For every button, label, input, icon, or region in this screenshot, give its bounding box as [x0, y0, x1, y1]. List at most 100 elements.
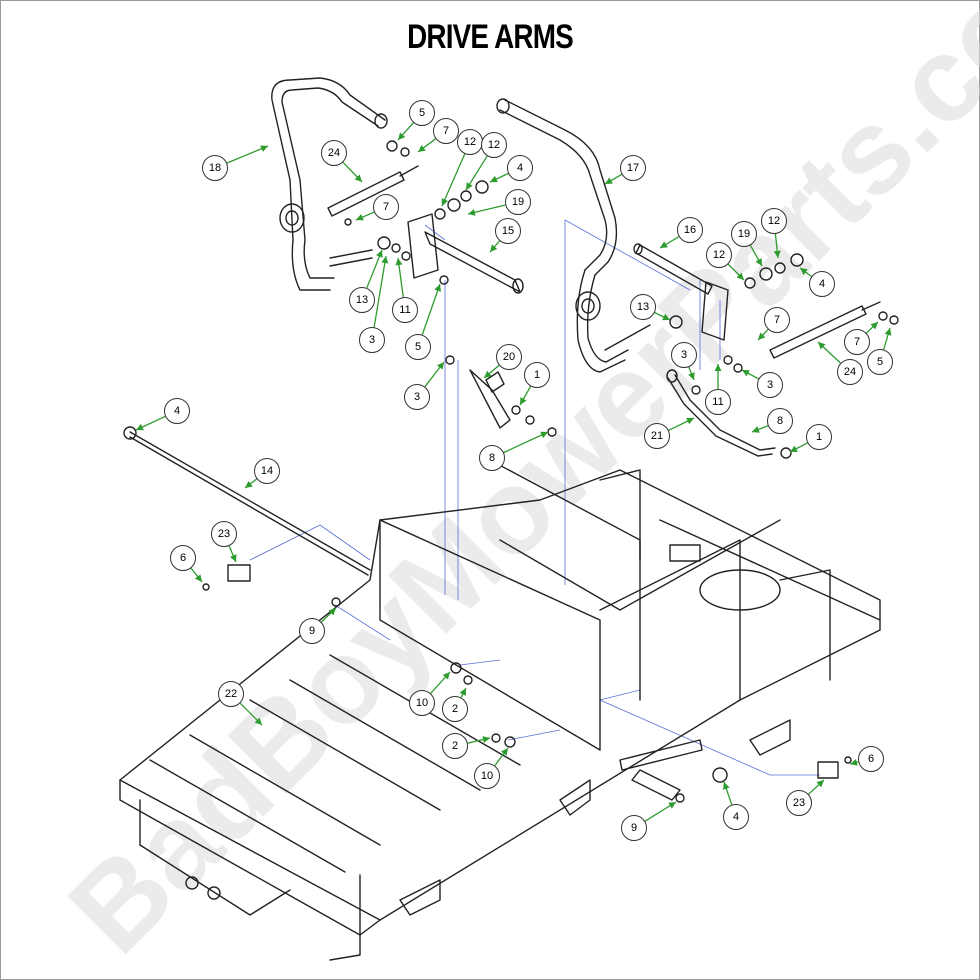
callout-11: 11	[705, 364, 731, 415]
callout-6: 6	[170, 545, 203, 583]
callout-arrowhead	[668, 802, 676, 809]
callout-arrowhead	[752, 426, 760, 433]
callout-label: 12	[768, 215, 780, 227]
callout-8: 8	[751, 408, 793, 434]
callout-16: 16	[659, 217, 703, 249]
callout-7: 7	[355, 194, 399, 221]
callout-leader	[441, 153, 466, 207]
callout-arrowhead	[418, 145, 426, 152]
callout-arrowhead	[468, 208, 476, 216]
callout-10: 10	[409, 671, 451, 716]
callout-arrowhead	[742, 370, 750, 377]
callout-arrowhead	[230, 554, 237, 562]
callout-label: 24	[844, 366, 856, 378]
callout-label: 11	[712, 396, 723, 408]
callout-circle	[409, 690, 435, 716]
callout-arrowhead	[736, 272, 744, 280]
link-20	[469, 369, 511, 429]
callout-label: 6	[180, 552, 186, 564]
callout-circle	[705, 389, 731, 415]
callout-arrowhead	[755, 258, 762, 266]
callout-3: 3	[671, 342, 697, 381]
callout-arrowhead	[850, 758, 858, 766]
callout-circle	[505, 189, 531, 215]
left-pivot-bracket	[407, 213, 439, 279]
callout-circle	[731, 221, 757, 247]
callout-circle	[806, 424, 832, 450]
callout-19: 19	[731, 221, 763, 267]
callout-11: 11	[392, 257, 418, 323]
callout-20: 20	[483, 344, 522, 379]
callout-arrowhead	[482, 736, 490, 743]
callout-label: 12	[713, 249, 725, 261]
callout-arrowhead	[660, 241, 668, 248]
callout-circle	[630, 294, 656, 320]
callout-circle	[767, 408, 793, 434]
callout-circle	[764, 307, 790, 333]
callout-circle	[524, 362, 550, 388]
callout-circle	[644, 423, 670, 449]
callout-circle	[164, 398, 190, 424]
callout-circle	[349, 287, 375, 313]
callout-circle	[858, 746, 884, 772]
callout-label: 7	[774, 314, 780, 326]
callout-arrowhead	[870, 322, 878, 330]
callout-arrowhead	[434, 284, 441, 292]
callout-label: 14	[261, 465, 273, 477]
callout-circle	[757, 372, 783, 398]
right-gas-spring	[769, 305, 867, 359]
callout-9: 9	[299, 607, 337, 644]
callout-arrowhead	[376, 250, 383, 258]
left-drive-arm	[271, 77, 386, 181]
callout-leader	[503, 431, 549, 454]
callout-label: 1	[534, 369, 540, 381]
callout-label: 16	[684, 224, 696, 236]
callout-arrowhead	[818, 342, 826, 350]
callout-7: 7	[757, 307, 790, 341]
callout-10: 10	[474, 747, 509, 789]
callout-circle	[837, 359, 863, 385]
parts-artwork	[119, 77, 899, 961]
callout-label: 3	[767, 379, 773, 391]
callout-circle	[786, 790, 812, 816]
callout-7: 7	[417, 118, 459, 153]
callout-arrowhead	[662, 313, 670, 321]
callout-circle	[496, 344, 522, 370]
rod-14	[129, 431, 371, 571]
callout-label: 10	[481, 770, 493, 782]
callout-arrowhead	[328, 608, 336, 616]
right-drive-arm	[499, 109, 608, 271]
callout-circle	[677, 217, 703, 243]
callout-label: 23	[793, 797, 805, 809]
callout-circle	[723, 804, 749, 830]
callout-circle	[211, 521, 237, 547]
callout-label: 22	[225, 688, 237, 700]
callout-label: 11	[399, 304, 410, 316]
callout-12: 12	[761, 208, 787, 259]
callout-label: 9	[631, 822, 637, 834]
callout-circle	[442, 733, 468, 759]
callout-arrowhead	[722, 782, 730, 790]
callout-5: 5	[405, 283, 441, 360]
callout-label: 5	[419, 107, 425, 119]
callout-circle	[392, 297, 418, 323]
callout-circle	[706, 242, 732, 268]
callout-label: 13	[637, 301, 649, 313]
callout-14: 14	[244, 458, 280, 489]
callout-circle	[621, 815, 647, 841]
callout-circle	[442, 696, 468, 722]
callout-label: 8	[777, 415, 783, 427]
callout-circle	[373, 194, 399, 220]
callout-arrowhead	[356, 214, 364, 221]
link-21	[674, 374, 776, 451]
callout-label: 17	[627, 162, 639, 174]
callout-arrowhead	[758, 332, 766, 340]
callout-24: 24	[817, 341, 863, 385]
callout-circle	[254, 458, 280, 484]
callout-arrowhead	[816, 780, 824, 788]
callout-label: 2	[452, 740, 458, 752]
callout-circle	[299, 618, 325, 644]
shaft-16	[635, 244, 713, 295]
left-gas-spring	[327, 171, 405, 217]
callout-arrowhead	[490, 244, 498, 252]
